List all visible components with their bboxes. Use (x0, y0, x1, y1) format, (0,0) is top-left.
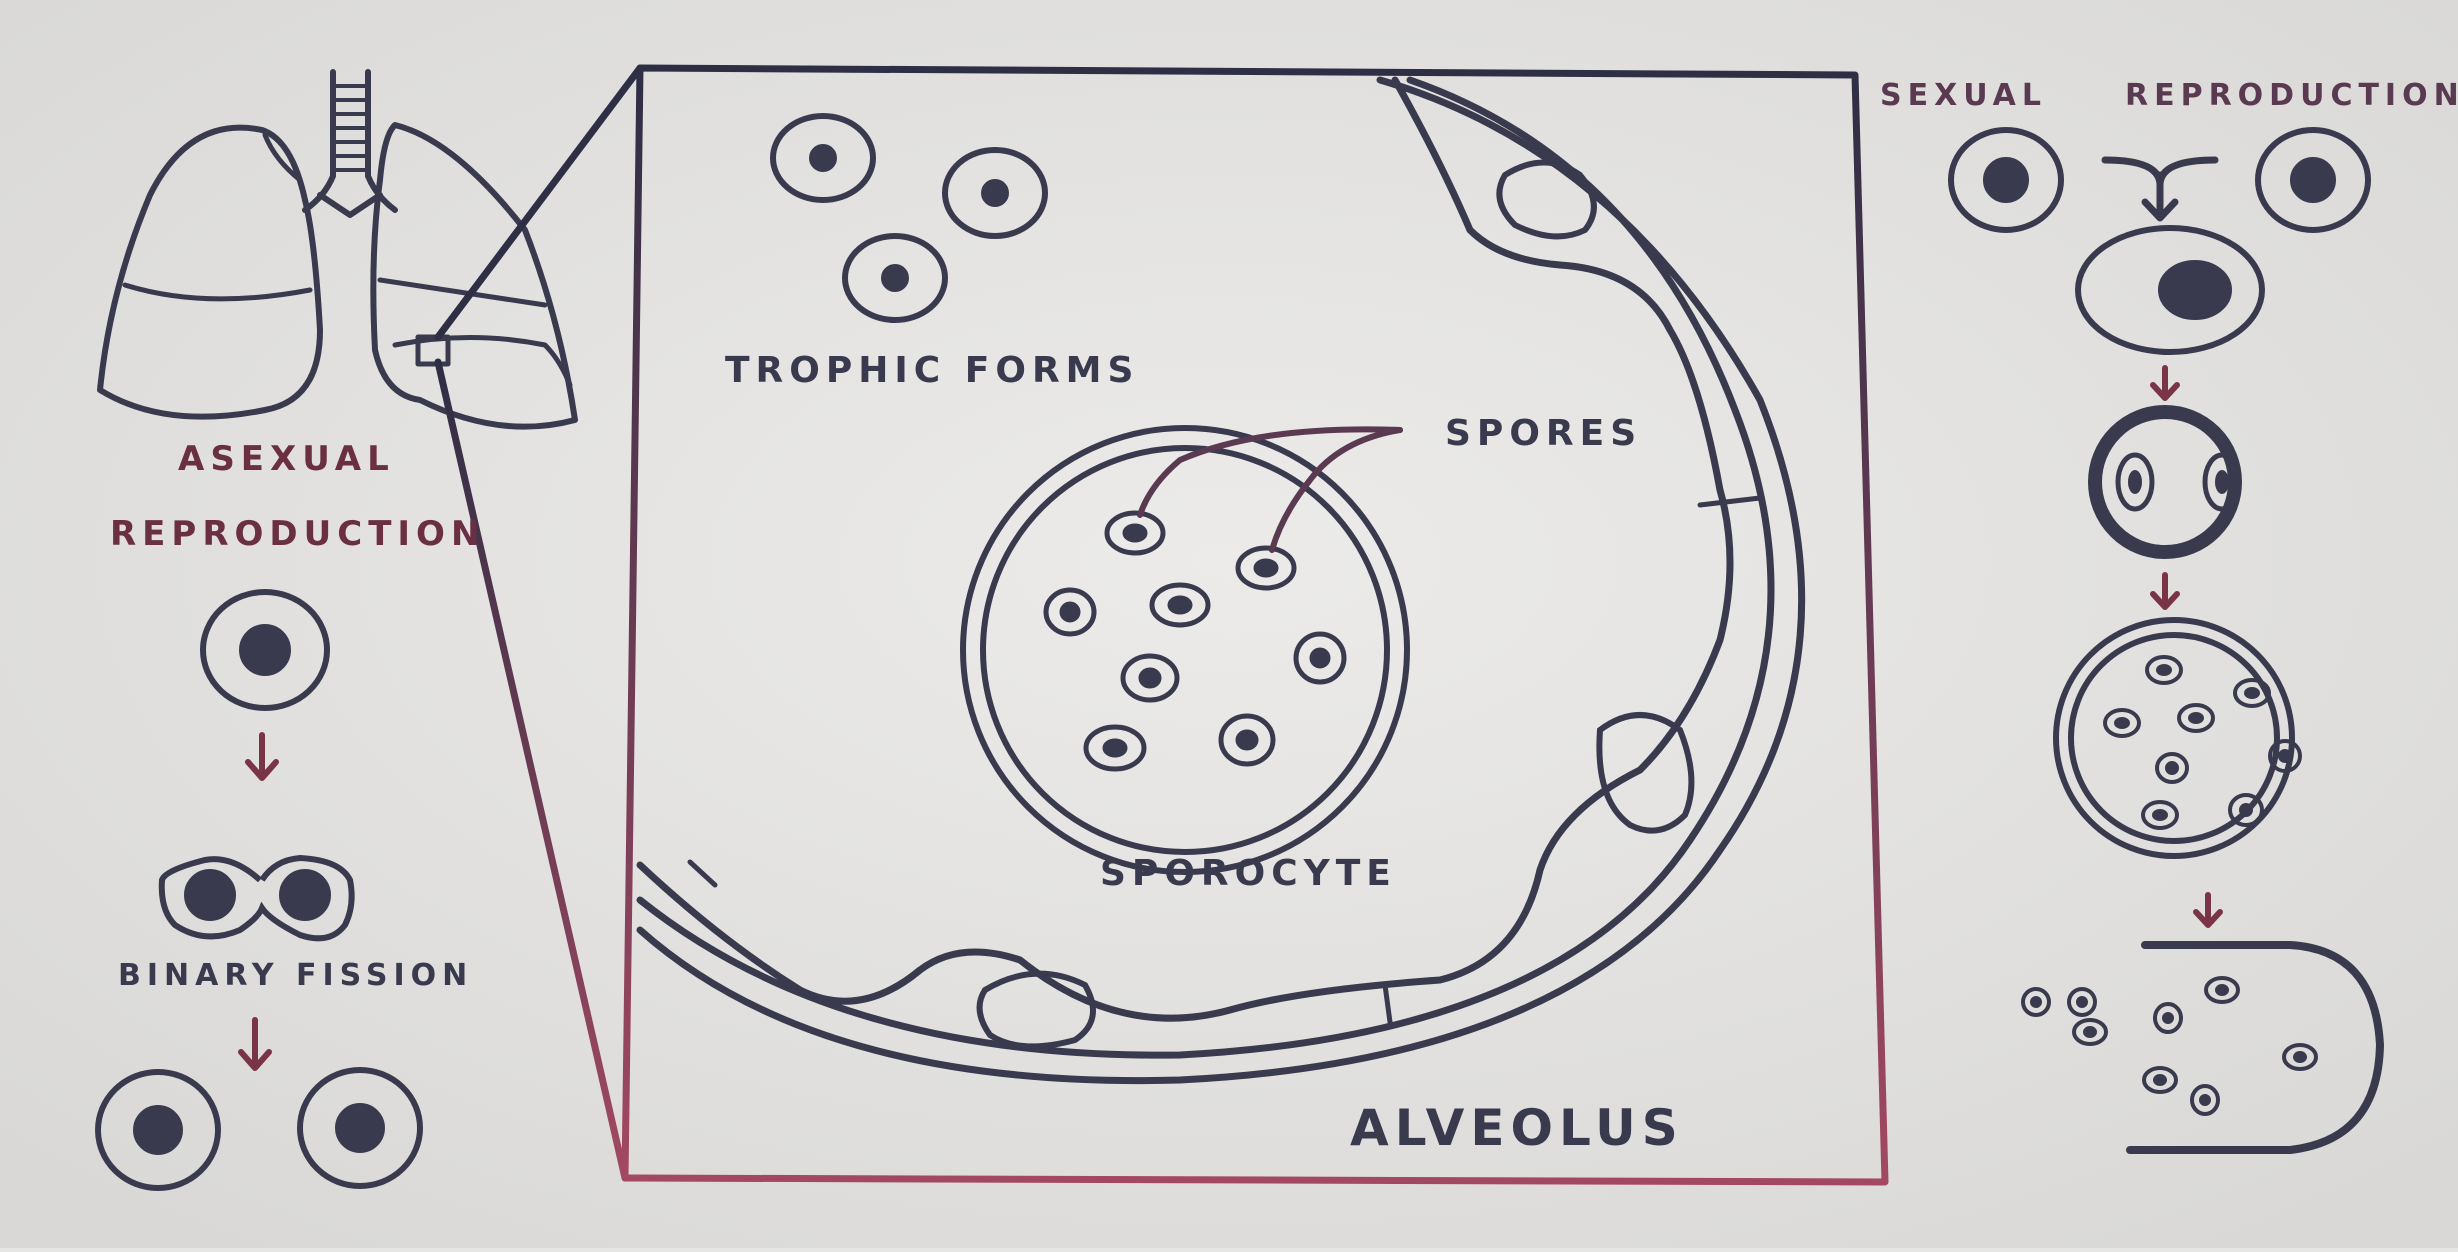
spore-nucleus (2154, 811, 2166, 819)
sporocyte-label: SPOROCYTE (1100, 853, 1397, 894)
spore-nucleus (1105, 741, 1125, 755)
trophic-nucleus-1 (812, 147, 834, 169)
spore-nucleus (2201, 1096, 2209, 1104)
daughter-nucleus-right (338, 1106, 382, 1150)
spore-nucleus (2217, 986, 2227, 994)
early-cyst-spore-left-nucleus (2128, 470, 2142, 494)
trophic-nucleus-2 (984, 182, 1006, 204)
spore-nucleus (2078, 998, 2086, 1006)
dividing-nucleus-left (187, 872, 233, 918)
spore-nucleus (2241, 805, 2251, 815)
sexual-label: SEXUAL (1880, 78, 2047, 113)
asexual-reproduction-label: REPRODUCTION (110, 514, 485, 554)
trophic-forms-label: TROPHIC FORMS (725, 350, 1139, 391)
trophic-nucleus-3 (884, 267, 906, 289)
spore-nucleus (2164, 1014, 2172, 1022)
spore-nucleus (1238, 732, 1256, 748)
daughter-nucleus-left (136, 1108, 180, 1152)
binary-fission-label: BINARY FISSION (118, 958, 473, 993)
spore-nucleus (2158, 666, 2170, 674)
spore-nucleus (2295, 1053, 2305, 1061)
spore-nucleus (1312, 650, 1328, 666)
zygote-nucleus (2161, 263, 2229, 317)
spore-nucleus (1062, 604, 1078, 620)
spore-nucleus (2190, 714, 2202, 722)
spores-label: SPORES (1445, 413, 1642, 454)
spore-nucleus (1141, 670, 1159, 686)
spore-nucleus (2155, 1076, 2165, 1084)
spore-nucleus (1256, 561, 1276, 575)
gamete-right-nucleus (2293, 160, 2333, 200)
spore-nucleus (2085, 1028, 2095, 1036)
trachea-rings (333, 86, 368, 170)
sexual-reproduction-label: REPRODUCTION (2125, 78, 2458, 113)
asexual-parent-nucleus (242, 627, 288, 673)
dividing-nucleus-right (282, 872, 328, 918)
early-cyst-spore-right-nucleus (2215, 470, 2229, 494)
alveolus-label: ALVEOLUS (1350, 1099, 1684, 1157)
spore-nucleus (2032, 998, 2040, 1006)
spore-nucleus (2246, 689, 2258, 697)
spore-nucleus (2280, 751, 2290, 761)
spore-nucleus (1125, 526, 1145, 540)
spore-nucleus (2116, 719, 2128, 727)
asexual-label: ASEXUAL (178, 439, 395, 479)
gamete-left-nucleus (1986, 160, 2026, 200)
spore-nucleus (2167, 763, 2177, 773)
spore-nucleus (1170, 598, 1190, 612)
